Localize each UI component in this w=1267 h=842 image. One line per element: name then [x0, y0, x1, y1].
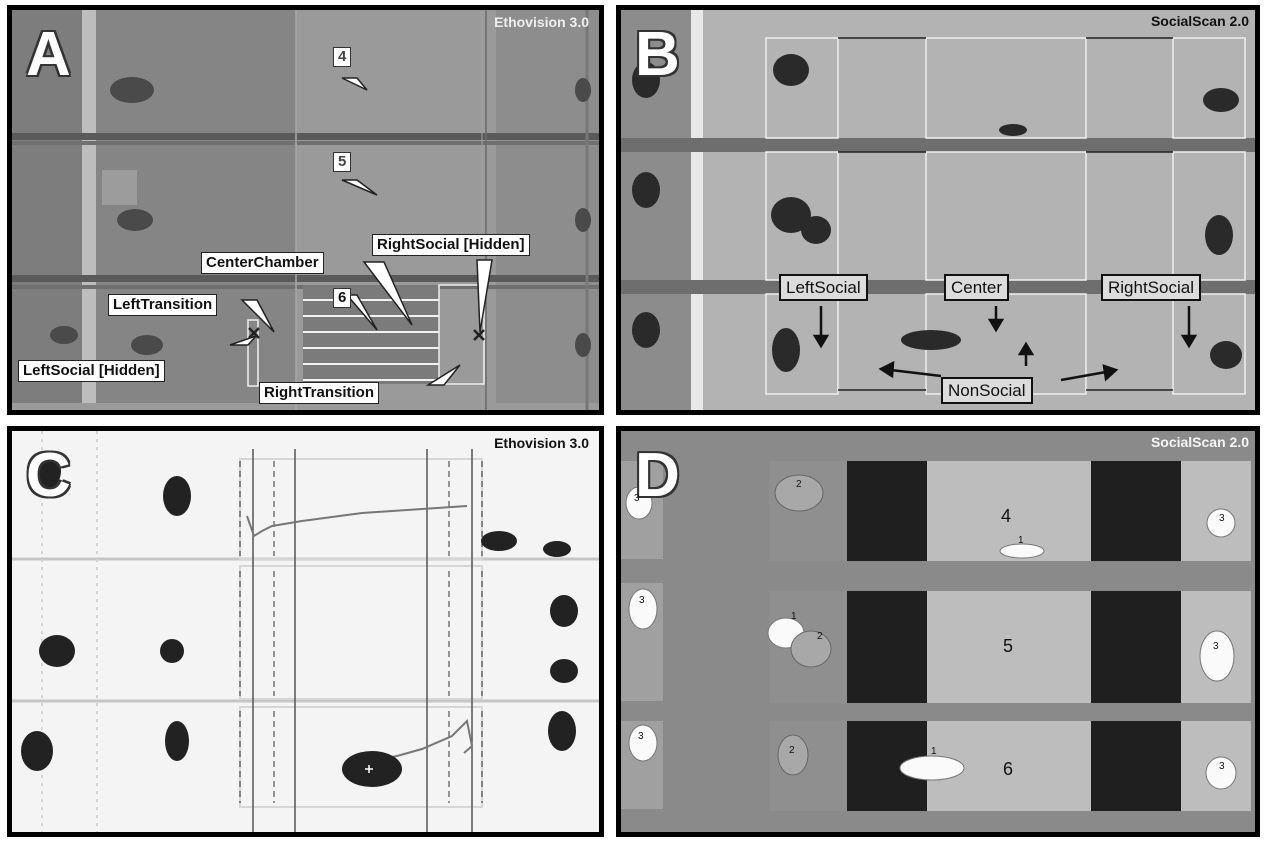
animal-id: 3	[634, 493, 640, 504]
animal-id: 3	[638, 731, 644, 742]
animal-id: 3	[1219, 761, 1225, 772]
left-social-label: LeftSocial	[779, 274, 868, 301]
arena-number: 5	[1003, 636, 1014, 656]
panel-letter: A	[26, 20, 71, 89]
animal-id: 2	[789, 745, 795, 756]
animal-id: 3	[1213, 641, 1219, 652]
arena-number: 6	[1003, 759, 1014, 779]
software-label: SocialScan 2.0	[1150, 434, 1249, 450]
panel-c-video-frame	[12, 431, 599, 832]
arena-number: 4	[1001, 506, 1012, 526]
panel-letter: D	[635, 441, 680, 510]
right-social-hidden-label: RightSocial [Hidden]	[372, 234, 530, 256]
animal-id: 1	[791, 611, 797, 622]
software-label: SocialScan 2.0	[1150, 13, 1249, 29]
right-social-label: RightSocial	[1101, 274, 1201, 301]
panel-letter: B	[635, 20, 680, 89]
panel-d-tracking-view	[621, 431, 1255, 832]
left-social-hidden-label: LeftSocial [Hidden]	[18, 360, 165, 382]
software-label: Ethovision 3.0	[494, 435, 589, 451]
animal-id: 1	[1018, 535, 1024, 546]
center-chamber-label: CenterChamber	[201, 252, 324, 274]
panel-letter: C	[26, 441, 71, 510]
panel-b: B SocialScan 2.0 LeftSocial Center Right…	[616, 5, 1260, 415]
panel-a-video-frame	[12, 10, 599, 410]
animal-id: 2	[817, 631, 823, 642]
arena-number: 6	[333, 288, 352, 308]
software-label: Ethovision 3.0	[494, 14, 589, 30]
arena-number: 4	[333, 47, 352, 67]
panel-a: A Ethovision 3.0 4 5 6 CenterChamber Rig…	[7, 5, 604, 415]
animal-id: 3	[639, 595, 645, 606]
animal-id: 2	[796, 479, 802, 490]
animal-id: 3	[1219, 513, 1225, 524]
left-transition-label: LeftTransition	[108, 294, 218, 316]
center-label: Center	[944, 274, 1010, 301]
panel-d: D SocialScan 2.0 4 5 6 1 1 1 2 2 2 3 3 3…	[616, 426, 1260, 837]
arena-number: 5	[333, 152, 352, 172]
panel-c: C Ethovision 3.0	[7, 426, 604, 837]
animal-id: 1	[931, 746, 937, 757]
right-transition-label: RightTransition	[259, 382, 379, 404]
non-social-label: NonSocial	[941, 377, 1033, 404]
panel-b-video-frame	[621, 10, 1255, 410]
